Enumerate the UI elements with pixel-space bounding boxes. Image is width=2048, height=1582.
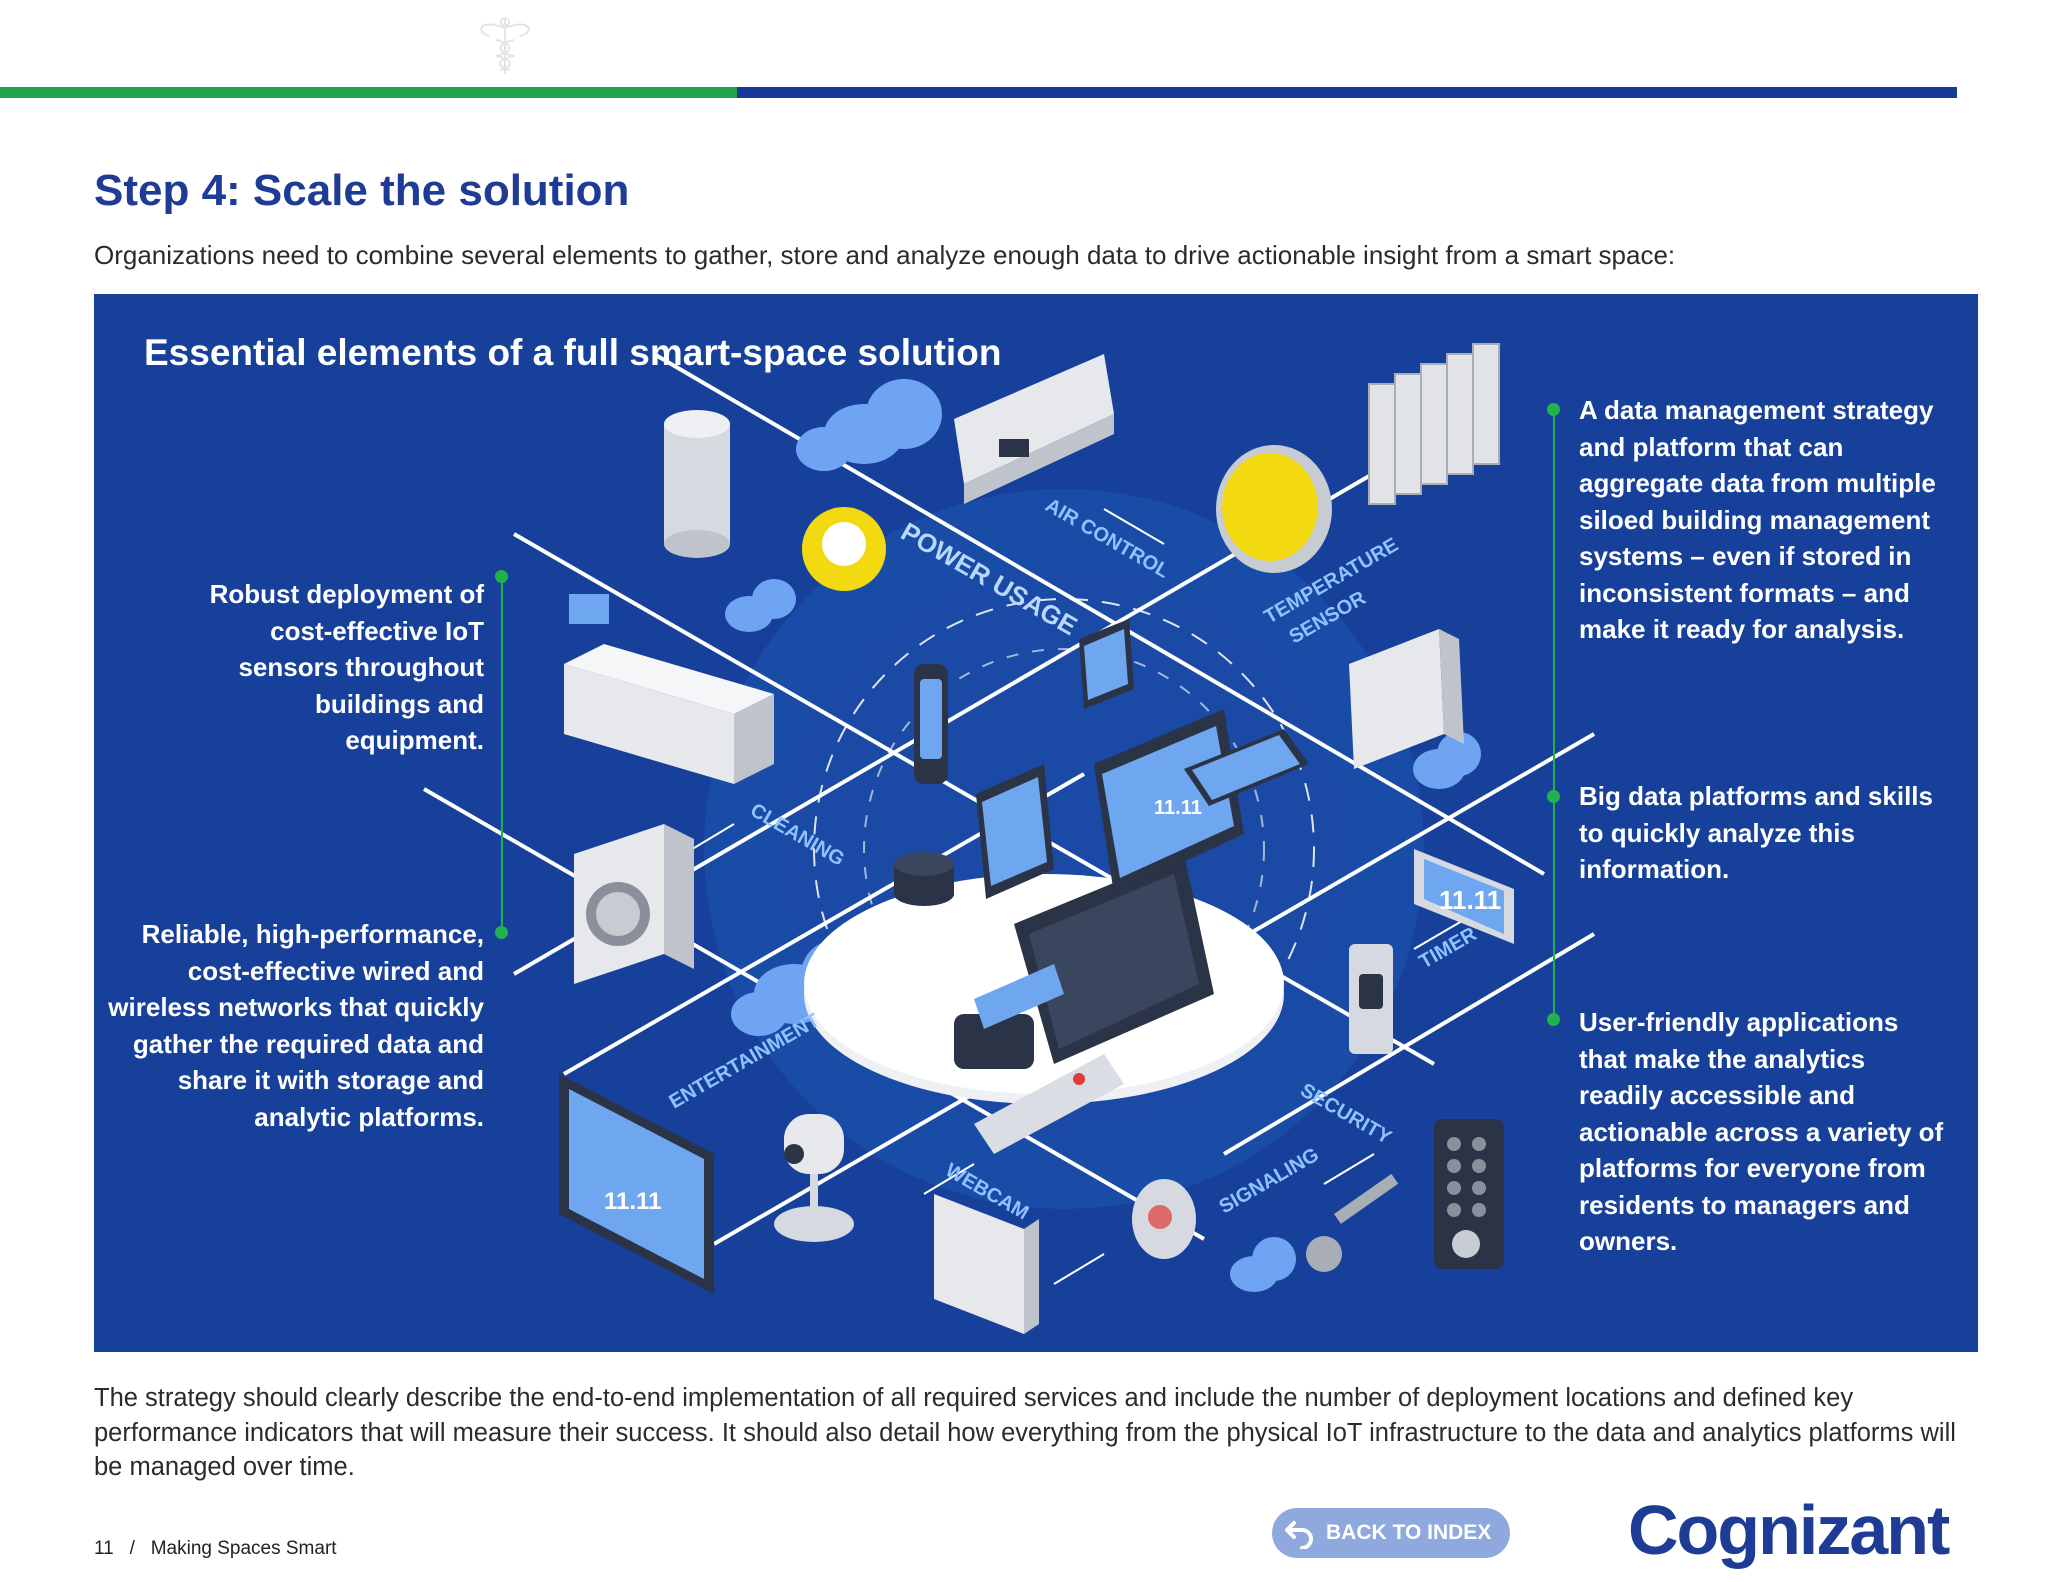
right-bullet-dot [1547,403,1560,416]
right-bullet-dot [1547,790,1560,803]
infographic-title: Essential elements of a full smart-space… [144,332,1002,373]
tv-screen-text: 11.11 [604,1188,661,1215]
document-name: Making Spaces Smart [150,1538,337,1559]
label-timer: TIMER [1416,923,1481,973]
left-point-sensors: Robust deployment of cost-effective IoT … [209,579,484,755]
page-footer: 11 / Making Spaces Smart [94,1538,337,1560]
left-point-networks: Reliable, high-performance, cost-effecti… [108,919,484,1132]
back-to-index-button[interactable]: BACK TO INDEX [1272,1508,1510,1558]
timer-screen-text: 11.11 [1439,885,1501,915]
back-to-index-label: BACK TO INDEX [1326,1521,1492,1544]
right-bullet-dot [1547,1013,1560,1026]
caduceus-icon [480,17,530,74]
infographic-panel: 11.11 [94,294,1978,1352]
cognizant-logo: Cognizant [1628,1491,1950,1569]
left-bullet-dot [495,570,508,583]
right-point-applications: User-friendly applications that make the… [1579,1007,1944,1256]
header-rule-green [0,87,737,98]
laptop-screen-text: 11.11 [1154,797,1202,819]
intro-text: Organizations need to combine several el… [94,240,1676,270]
header-rule-blue [737,87,1957,98]
left-bullet-line [501,576,503,932]
right-point-data-management: A data management strategy and platform … [1579,395,1936,644]
strategy-paragraph: The strategy should clearly describe the… [94,1384,1956,1481]
page-title: Step 4: Scale the solution [94,166,630,215]
label-security: SECURITY [1297,1079,1396,1149]
page-number: 11 [94,1538,114,1559]
back-arrow-icon [1285,1521,1313,1549]
smart-space-illustration: 11.11 [423,343,1596,1334]
right-point-big-data: Big data platforms and skills to quickly… [1579,781,1933,884]
right-bullet-line [1553,409,1555,1019]
left-bullet-dot [495,926,508,939]
footer-separator: / [129,1538,135,1559]
